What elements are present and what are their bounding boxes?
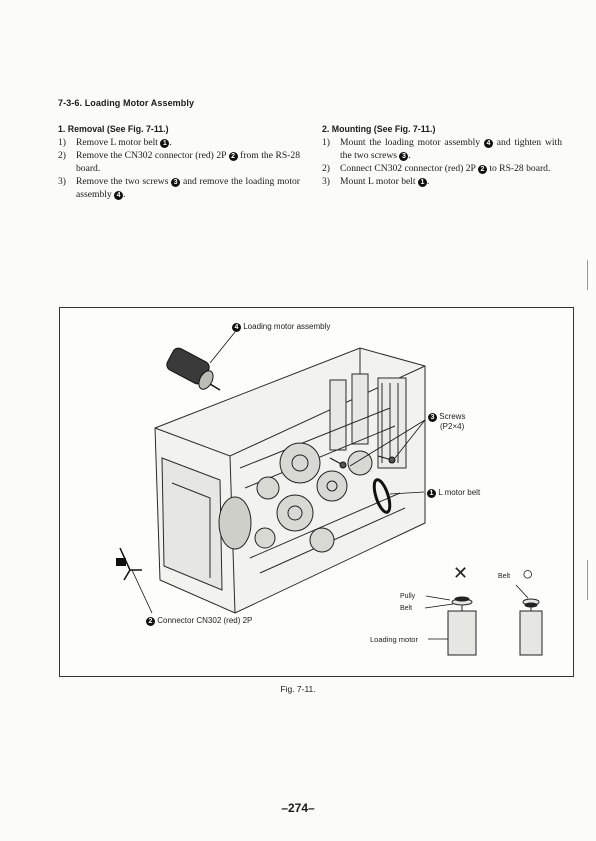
callout-connector: 2 Connector CN302 (red) 2P <box>146 616 252 626</box>
scan-edge-mark <box>587 260 588 290</box>
mounting-step: 2) Connect CN302 connector (red) 2P 2 to… <box>322 163 551 174</box>
number-badge: 3 <box>399 152 409 161</box>
page-number: –274– <box>281 801 315 815</box>
number-badge: 2 <box>477 165 487 174</box>
number-badge: 4 <box>114 191 124 200</box>
scan-edge-mark <box>587 560 588 600</box>
mechanism-illustration <box>116 331 543 656</box>
removal-step: 2) Remove the CN302 connector (red) 2P 2… <box>58 150 300 174</box>
number-badge: 2 <box>146 617 155 626</box>
callout-screws-size: (P2×4) <box>440 422 465 431</box>
mounting-section: 2. Mounting (See Fig. 7-11.) 1) Mount th… <box>322 123 562 188</box>
figure-caption: Fig. 7-11. <box>280 684 316 694</box>
wrong-mark-icon: ✕ <box>453 563 469 583</box>
callout-l-motor-belt: 1 L motor belt <box>427 488 480 498</box>
callout-loading-motor: 4 Loading motor assembly <box>232 322 330 332</box>
correct-mark-icon: ○ <box>522 564 534 585</box>
pully-label: Pully <box>400 593 416 600</box>
removal-step: 3) Remove the two screws 3 and remove th… <box>58 176 300 200</box>
loading-motor-label: Loading motor <box>370 635 418 644</box>
section-heading: 7-3-6. Loading Motor Assembly <box>58 98 195 108</box>
number-badge: 3 <box>171 178 181 187</box>
number-badge: 1 <box>418 178 427 187</box>
number-badge: 4 <box>232 323 241 332</box>
removal-step: 1) Remove L motor belt 1. <box>58 137 172 148</box>
number-badge: 1 <box>160 139 170 148</box>
number-badge: 2 <box>228 152 238 161</box>
belt-label: Belt <box>498 573 511 580</box>
number-badge: 1 <box>427 489 436 498</box>
mounting-title: 2. Mounting (See Fig. 7-11.) <box>322 124 436 134</box>
number-badge: 4 <box>483 139 493 148</box>
belt-label-2: Belt <box>400 605 413 612</box>
callout-screws: 3 Screws <box>428 412 465 422</box>
removal-section: 1. Removal (See Fig. 7-11.) 1) Remove L … <box>58 123 300 201</box>
loading-motor-drawing <box>166 347 221 391</box>
mounting-step: 1) Mount the loading motor assembly 4 an… <box>322 137 563 161</box>
mounting-step: 3) Mount L motor belt 1. <box>322 176 430 187</box>
removal-title: 1. Removal (See Fig. 7-11.) <box>58 124 169 134</box>
number-badge: 3 <box>428 413 437 422</box>
figure-7-11: 4 Loading motor assembly 3 Screws (P2×4)… <box>59 307 574 677</box>
